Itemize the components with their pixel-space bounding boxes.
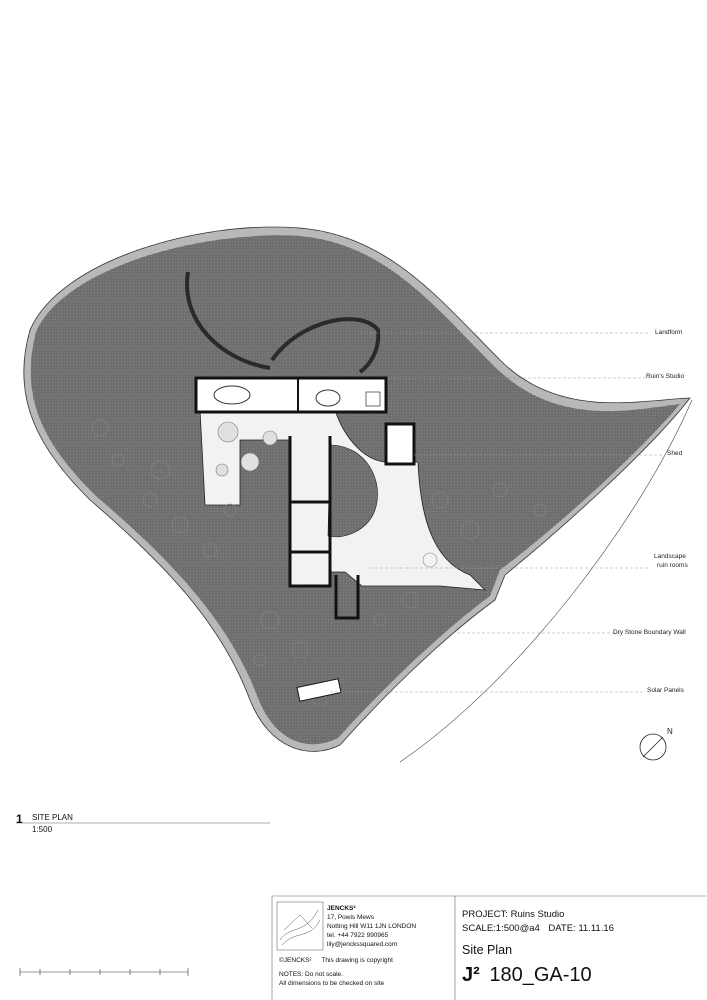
drawing-number-marker: 1 (16, 812, 23, 826)
drawing-number: 180_GA-10 (489, 964, 592, 986)
external-boundary-line (399, 399, 693, 763)
copyright-mark: ©JENCKS² (279, 957, 312, 964)
notes: NOTES: Do not scale. All dimensions to b… (279, 970, 384, 988)
inner-landform (327, 444, 378, 538)
title-block-frame (271, 895, 706, 1000)
scale-date-line: SCALE:1:500@a4 DATE: 11.11.16 (462, 923, 614, 934)
callout-landform: Landform (655, 329, 683, 336)
drawing-title: SITE PLAN (32, 813, 73, 822)
copyright-line: ©JENCKS² This drawing is copyright (279, 956, 393, 965)
notes-line2: All dimensions to be checked on site (279, 980, 385, 987)
ruin-room-walls (288, 436, 360, 620)
callout-solar-panels: Solar Panels (647, 687, 684, 694)
trees (91, 419, 547, 708)
solar-panels (296, 678, 342, 702)
project-line: PROJECT: Ruins Studio (462, 909, 564, 920)
scale-bar (19, 968, 189, 976)
callout-landscape-ruin-rooms-line2: ruin rooms (657, 562, 688, 569)
firm-logo-graphic (276, 901, 324, 951)
scale-value: 1:500@a4 (495, 923, 540, 934)
project-value: Ruins Studio (510, 909, 565, 920)
north-arrow (639, 733, 667, 761)
landform-curve-2 (270, 317, 381, 374)
callout-leaders (330, 332, 664, 693)
callout-landscape-ruin-rooms: Landscape (654, 553, 686, 560)
project-label: PROJECT: (462, 909, 508, 920)
landform-curve-1 (184, 271, 271, 370)
callout-ruins-studio: Ruin's Studio (646, 373, 685, 380)
firm-details: JENCKS² 17, Powis Mews Notting Hill W11 … (327, 904, 416, 949)
scale-label: SCALE: (462, 923, 496, 934)
shed (384, 422, 416, 466)
copyright-text: This drawing is copyright (321, 957, 393, 964)
ruins-studio-building (194, 376, 388, 414)
firm-email: lily@jenckssquared.com (327, 941, 398, 948)
notes-line1: NOTES: Do not scale. (279, 971, 343, 978)
north-label: N (667, 727, 673, 736)
courtyard-stones (215, 421, 278, 477)
firm-tel: tel. +44 7922 990965 (327, 932, 389, 939)
firm-name: JENCKS² (327, 905, 356, 912)
firm-address-line1: 17, Powis Mews (327, 914, 374, 921)
sheet-title: Site Plan (462, 943, 513, 957)
callout-shed: Shed (667, 450, 683, 457)
date-value: 11.11.16 (578, 923, 614, 934)
j2-logo: J² (462, 964, 480, 986)
firm-address-line2: Notting Hill W11 1JN LONDON (327, 923, 417, 930)
drawing-scale: 1:500 (32, 825, 53, 834)
callout-dry-stone-wall: Dry Stone Boundary Wall (613, 629, 686, 636)
date-label: DATE: (548, 923, 576, 934)
drawing-id: J² 180_GA-10 (462, 964, 592, 987)
